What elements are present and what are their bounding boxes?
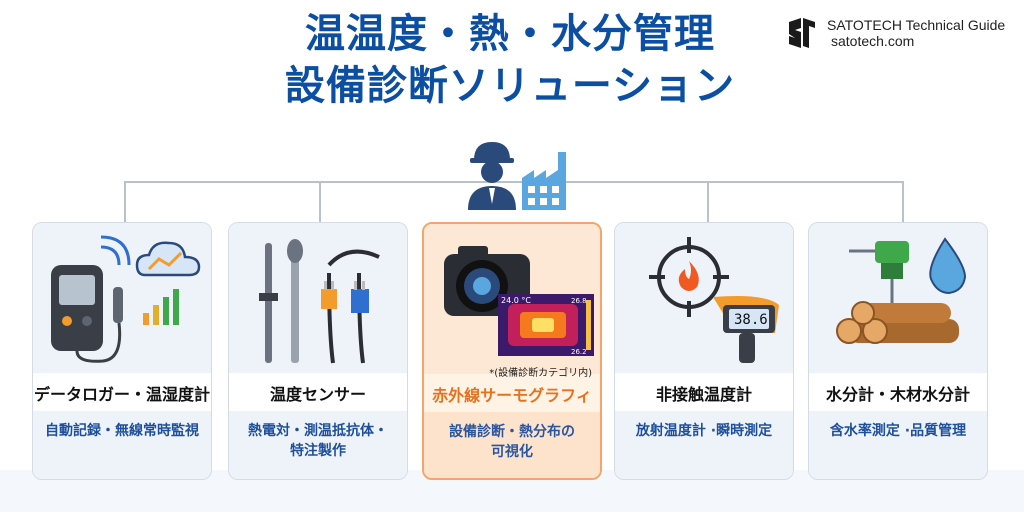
card-noncontact-thermometer[interactable]: 38.6 非接触温度計 放射温度計 ·瞬時測定	[614, 222, 794, 480]
card-image	[229, 223, 407, 373]
thermal-min: 26.2	[571, 348, 587, 356]
card-sub-background	[33, 411, 211, 479]
connector-plug-icon	[321, 249, 380, 364]
target-flame-icon	[649, 237, 729, 317]
card-desc-line-2: 可視化	[491, 444, 533, 460]
card-sub-background	[424, 412, 600, 478]
infrared-thermometer-icon	[713, 296, 779, 363]
brand: SATOTECH Technical Guide satotech.com	[785, 16, 1005, 50]
card-label: 温度センサー	[269, 385, 366, 404]
card-image: 38.6	[615, 223, 793, 373]
thermal-temp: 24.0 °C	[501, 296, 531, 305]
card-sub-background	[229, 411, 407, 479]
card-label: データロガー・温湿度計	[33, 385, 210, 404]
card-image	[809, 223, 987, 373]
card-label: 非接触温度計	[655, 385, 752, 404]
brand-url: satotech.com	[831, 33, 915, 49]
thermocouple-probe-icon	[259, 239, 303, 363]
card-temperature-sensor[interactable]: 温度センサー 熱電対・測温抵抗体・ 特注製作	[228, 222, 408, 480]
moisture-meter-icon	[849, 241, 909, 313]
engineer-icon	[468, 142, 516, 210]
cloud-chart-icon	[135, 241, 201, 277]
lumber-stack-icon	[836, 301, 959, 344]
card-desc-line-2: 特注製作	[290, 443, 346, 459]
card-sub-background	[615, 411, 793, 479]
card-description: 設備診断・熱分布の 可視化	[424, 422, 600, 462]
card-desc-line-1: 設備診断・熱分布の	[449, 424, 575, 440]
card-description: 熱電対・測温抵抗体・ 特注製作	[229, 421, 407, 461]
factory-icon	[522, 152, 566, 210]
card-description: 含水率測定 ·品質管理	[809, 421, 987, 441]
thermometer-display: 38.6	[734, 312, 768, 328]
card-label: 水分計・木材水分計	[825, 385, 970, 404]
bar-chart-icon	[143, 289, 179, 325]
water-drop-icon	[929, 237, 967, 295]
title-line-1: 温温度・熱・水分管理	[305, 11, 715, 57]
st-logo-icon	[789, 18, 815, 48]
card-moisture-meter[interactable]: 水分計・木材水分計 含水率測定 ·品質管理	[808, 222, 988, 480]
card-caption: *(設備診断カテゴリ内)	[489, 368, 592, 379]
page-title: 温温度・熱・水分管理 設備診断ソリューション	[150, 8, 870, 112]
card-label: 赤外線サーモグラフィ	[432, 386, 592, 405]
card-data-logger[interactable]: データロガー・温湿度計 自動記録・無線常時監視	[32, 222, 212, 480]
card-description: 放射温度計 ·瞬時測定	[615, 421, 793, 441]
data-logger-icon	[51, 265, 123, 363]
title-line-2: 設備診断ソリューション	[284, 63, 736, 109]
thermal-max: 26.8	[571, 297, 587, 305]
thermal-image-icon	[498, 294, 594, 356]
card-desc-line-1: 熱電対・測温抵抗体・	[248, 423, 388, 439]
brand-name: SATOTECH Technical Guide	[827, 17, 1006, 33]
card-thermography[interactable]: 24.0 °C 26.8 26.2 *(設備診断カテゴリ内) 赤外線サーモグラフ…	[422, 222, 602, 480]
card-desc-line-1: 自動記録・無線常時監視	[45, 423, 199, 439]
wireless-signal-icon	[100, 235, 131, 266]
card-image: 24.0 °C 26.8 26.2 *(設備診断カテゴリ内)	[424, 224, 600, 379]
card-image	[33, 223, 211, 373]
card-desc-line-1: 放射温度計 ·瞬時測定	[635, 423, 773, 439]
center-icons	[468, 142, 566, 210]
card-sub-background	[809, 411, 987, 479]
card-desc-line-1: 含水率測定 ·品質管理	[829, 423, 967, 439]
card-description: 自動記録・無線常時監視	[33, 421, 211, 441]
